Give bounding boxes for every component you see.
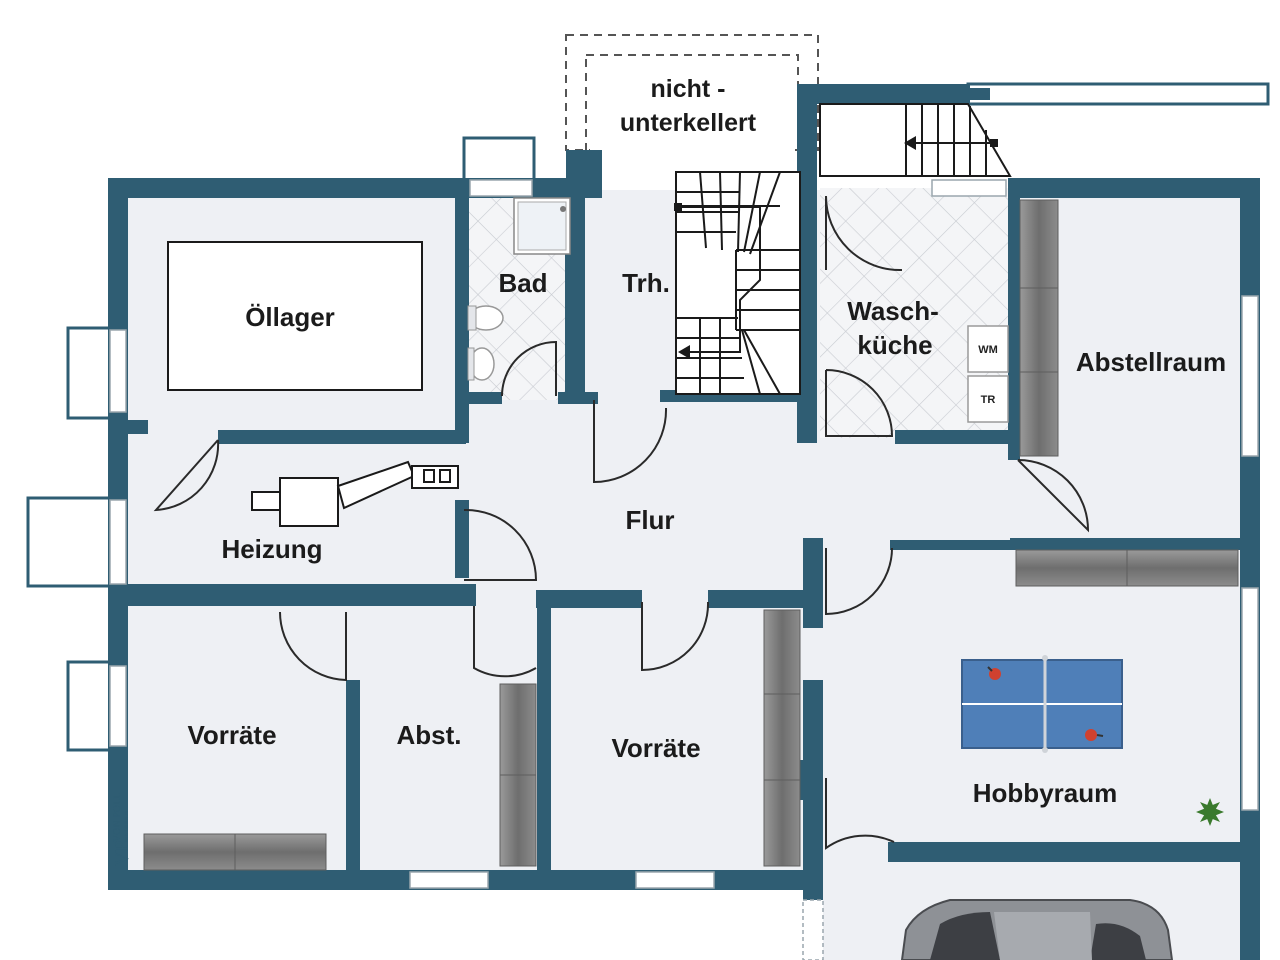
- dryer-label: TR: [981, 394, 996, 406]
- ping-pong-table-icon: [961, 655, 1123, 753]
- staircase-outside: [819, 103, 1012, 177]
- watermark-line1: VON POLL: [112, 793, 123, 842]
- annotation-line2: unterkellert: [620, 109, 757, 137]
- room-label-vorraete-mid: Vorräte: [611, 733, 700, 763]
- room-label-oellager: Öllager: [245, 302, 335, 332]
- washer-label: WM: [978, 344, 998, 356]
- not-basement-area: nicht - unterkellert: [565, 34, 819, 152]
- room-label-bad: Bad: [498, 268, 547, 298]
- plant-icon: [1196, 798, 1224, 826]
- room-label-hobbyraum: Hobbyraum: [973, 778, 1117, 808]
- oil-tank-outline: [167, 241, 423, 391]
- room-label-treppenhaus: Trh.: [622, 268, 670, 298]
- room-label-abstellraum: Abstellraum: [1076, 347, 1226, 377]
- car-icon: [900, 899, 1174, 960]
- room-label-flur: Flur: [625, 505, 674, 535]
- staircase-main: [674, 171, 801, 395]
- dryer-icon: TR: [967, 375, 1009, 423]
- watermark-logo: VP: [111, 840, 133, 866]
- room-label-abst: Abst.: [397, 720, 462, 750]
- washer-icon: WM: [967, 325, 1009, 373]
- watermark-line2: IMMOBILIEN: [125, 811, 130, 842]
- room-labels: Öllager Bad Trh. Wasch- küche Abstellrau…: [187, 268, 1226, 808]
- boiler-icon: [251, 460, 459, 527]
- room-label-vorraete-left: Vorräte: [187, 720, 276, 750]
- room-label-heizung: Heizung: [221, 534, 322, 564]
- shelves: [143, 199, 1239, 871]
- toilet-icon: [467, 305, 504, 331]
- doors: [153, 195, 1090, 850]
- room-label-waschkueche-line2: küche: [857, 330, 932, 360]
- room-label-waschkueche-line1: Wasch-: [847, 296, 939, 326]
- annotation-line1: nicht -: [651, 75, 726, 103]
- watermark: VP VON POLL IMMOBILIEN: [111, 793, 133, 866]
- window-openings: [109, 179, 1259, 960]
- shower-icon: [513, 197, 571, 255]
- sink-icon: [467, 347, 495, 381]
